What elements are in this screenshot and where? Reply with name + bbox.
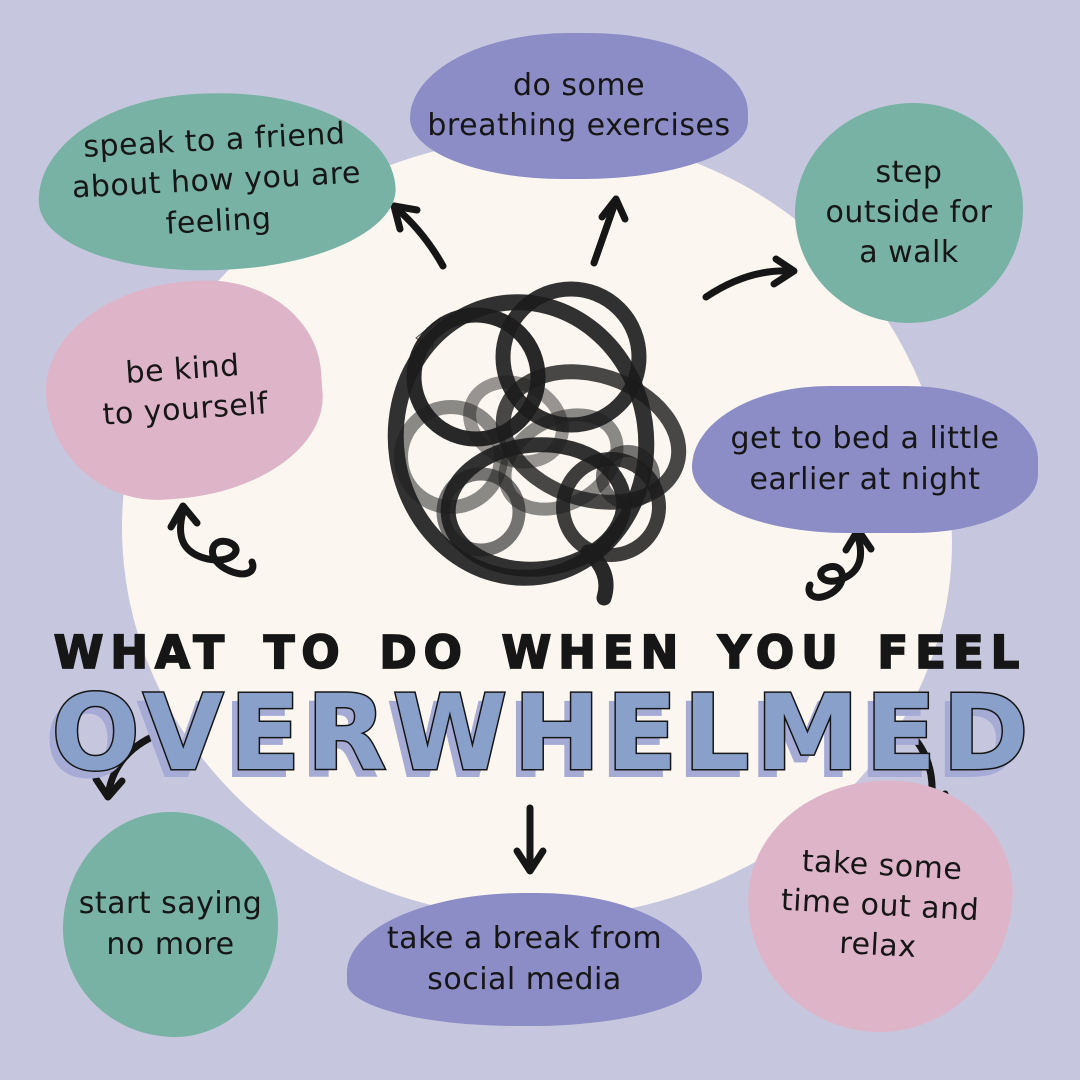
bubble-start-saying-no-label: start saying no more xyxy=(78,886,263,962)
bubble-social-media-break-label: take a break from social media xyxy=(386,921,663,997)
bubble-breathing-exercises-label: do some breathing exercises xyxy=(427,67,731,143)
bubble-breathing-exercises: do some breathing exercises xyxy=(410,33,748,179)
bubble-time-out-relax-label: take some time out and relax xyxy=(780,843,981,966)
bubble-speak-to-friend-label: speak to a friend about how you are feel… xyxy=(71,116,362,242)
bubble-social-media-break: take a break from social media xyxy=(347,893,702,1026)
bubble-get-to-bed: get to bed a little earlier at night xyxy=(692,386,1038,533)
overwhelmed-shadow-text: OVERWHELMED xyxy=(44,680,1027,802)
overwhelmed-text: OVERWHELMED xyxy=(51,672,1034,794)
bubble-get-to-bed-label: get to bed a little earlier at night xyxy=(730,421,1000,497)
bubble-start-saying-no: start saying no more xyxy=(63,812,278,1037)
bubble-step-outside-label: step outside for a walk xyxy=(825,154,993,271)
bubble-step-outside: step outside for a walk xyxy=(795,103,1023,323)
overwhelmed-wordart: OVERWHELMED OVERWHELMED xyxy=(44,671,1034,803)
poster-title: WHAT TO DO WHEN YOU FEEL xyxy=(53,625,1027,680)
bubble-be-kind-label: be kind to yourself xyxy=(101,347,270,433)
